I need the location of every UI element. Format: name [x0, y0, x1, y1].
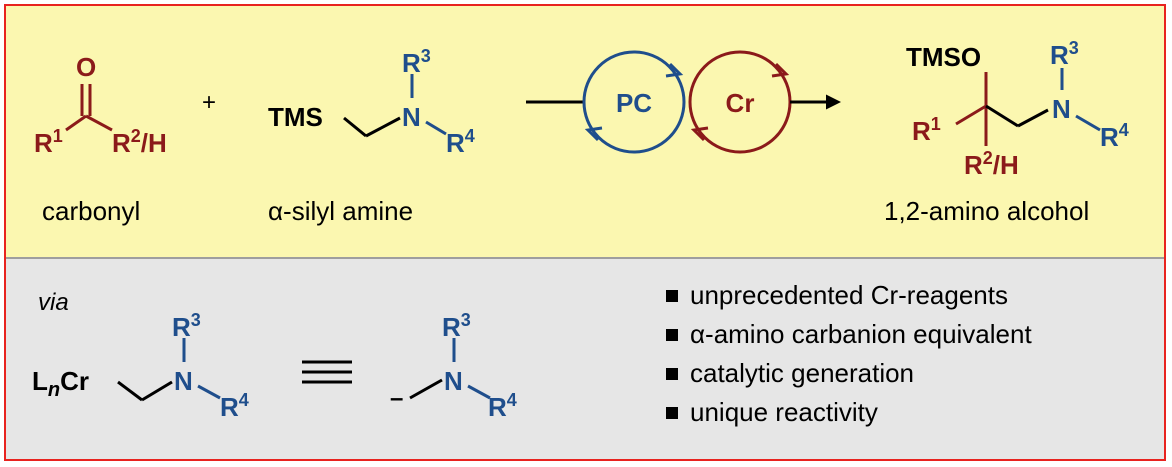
bullet-item: unique reactivity: [690, 397, 878, 427]
cr-reagent-nitrogen: N: [174, 366, 193, 396]
pc-cycle-arrow-bottom: [584, 126, 603, 142]
bullet-marker: [666, 407, 678, 419]
carbanion-bond-1: [409, 378, 443, 400]
carbonyl-bond-left: [65, 114, 87, 132]
silyl-amine-tms: TMS: [268, 102, 323, 132]
cr-reagent-ligand: LnCr: [32, 366, 89, 401]
feature-list: unprecedented Cr-reagents α-amino carban…: [666, 280, 1032, 427]
cr-reagent-r4: R4: [220, 390, 249, 422]
dual-catalysis: PC Cr: [526, 50, 841, 154]
product-nitrogen: N: [1052, 94, 1071, 124]
carbonyl-bond-right: [85, 114, 113, 132]
equivalence-sign: [302, 360, 352, 384]
product-r4: R4: [1100, 120, 1129, 152]
product-tmso: TMSO: [906, 42, 981, 72]
pc-label: PC: [616, 88, 652, 118]
product-r2h: R2/H: [964, 148, 1019, 180]
product-r1: R1: [912, 114, 941, 146]
via-label: via: [38, 289, 69, 316]
silyl-amine-caption: α-silyl amine: [268, 196, 413, 226]
product-bond-c-ch2: [985, 104, 1019, 128]
cr-reagent-r3: R3: [172, 310, 201, 342]
cr-reagent-structure: LnCr N R3 R4: [32, 310, 249, 422]
cr-label: Cr: [726, 88, 755, 118]
pc-cycle: [582, 50, 686, 154]
cr-cycle-arrow-top: [771, 62, 790, 78]
reaction-panel: [6, 6, 1164, 259]
carbanion-r3: R3: [442, 310, 471, 342]
product-r3: R3: [1050, 38, 1079, 70]
carbanion-bond-n-r4: [467, 384, 491, 400]
via-panel: [6, 259, 1164, 459]
carbonyl-r2h: R2/H: [112, 126, 167, 158]
pc-cycle-arrow-top: [665, 62, 684, 78]
carbanion-structure: – N R3 R4: [390, 310, 517, 422]
bullet-item: α-amino carbanion equivalent: [690, 319, 1032, 349]
silyl-amine-nitrogen: N: [402, 102, 421, 132]
cr-reagent-bond-1: [117, 380, 143, 402]
bullet-item: catalytic generation: [690, 358, 914, 388]
bullet-marker: [666, 368, 678, 380]
bullet-item: unprecedented Cr-reagents: [690, 280, 1008, 310]
silyl-amine-bond-n-r4: [425, 120, 447, 136]
bullet-marker: [666, 290, 678, 302]
carbonyl-r1: R1: [34, 126, 63, 158]
silyl-amine-r4: R4: [446, 126, 475, 158]
scheme-drawing: O R1 R2/H carbonyl + TMS N R3 R4 α-silyl…: [32, 38, 1129, 427]
carbanion-nitrogen: N: [444, 366, 463, 396]
carbonyl-caption: carbonyl: [42, 196, 140, 226]
cr-cycle-arrow-bottom: [690, 126, 709, 142]
cr-reagent-bond-2: [141, 380, 173, 402]
carbonyl-oxygen: O: [76, 52, 96, 82]
bullet-marker: [666, 329, 678, 341]
silyl-amine-bond-1: [343, 116, 367, 138]
cr-reagent-bond-n-r4: [197, 384, 221, 400]
silyl-amine-structure: TMS N R3 R4: [268, 46, 475, 158]
carbanion-minus: –: [390, 385, 403, 412]
figure-frame: O R1 R2/H carbonyl + TMS N R3 R4 α-silyl…: [4, 4, 1166, 461]
product-caption: 1,2-amino alcohol: [884, 196, 1089, 226]
product-bond-n-r4: [1075, 114, 1101, 132]
silyl-amine-bond-2: [365, 116, 401, 138]
product-bond-c-r1: [955, 104, 987, 126]
product-bond-ch2-n: [1017, 108, 1049, 128]
plus-sign: +: [202, 89, 216, 116]
carbonyl-structure: O R1 R2/H: [34, 52, 167, 158]
silyl-amine-r3: R3: [402, 46, 431, 78]
product-structure: TMSO R1 R2/H N R3 R4: [906, 38, 1129, 180]
carbanion-r4: R4: [488, 390, 517, 422]
